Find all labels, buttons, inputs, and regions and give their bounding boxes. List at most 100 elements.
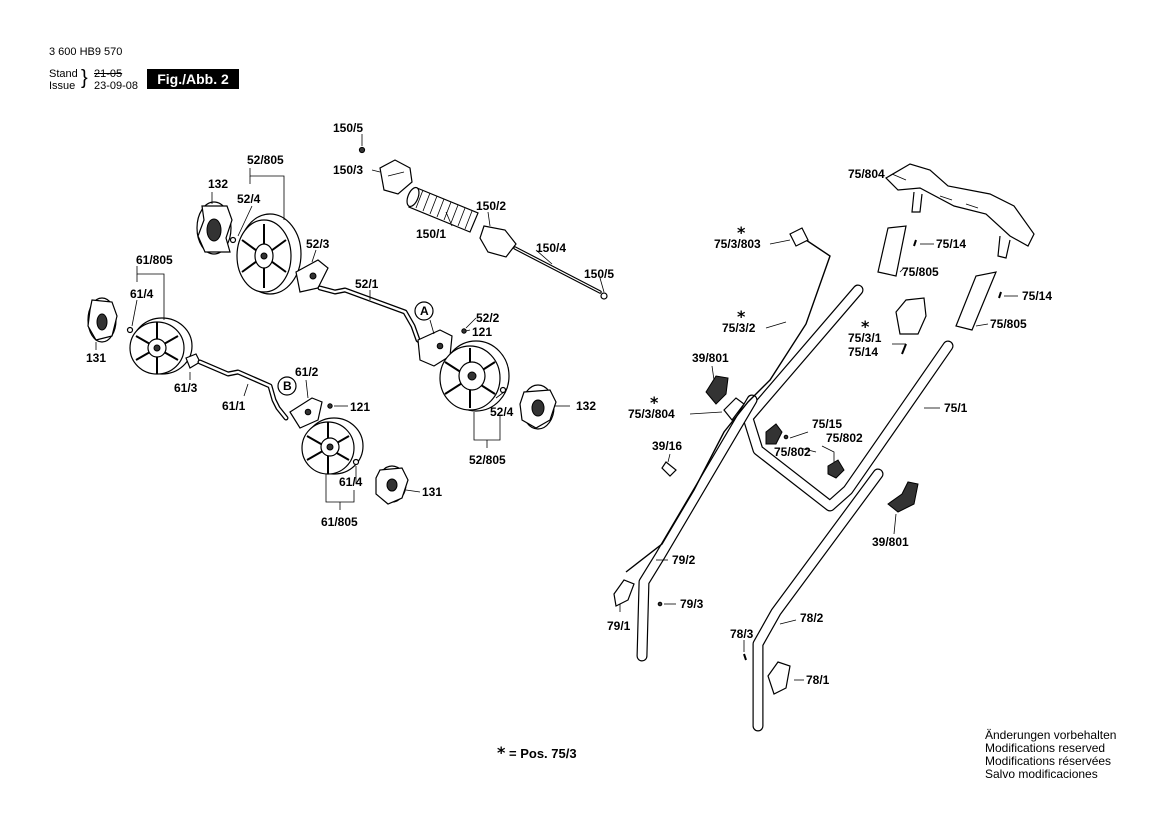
- brace-icon: }: [81, 67, 88, 89]
- footer-line-en: Modifications reserved: [985, 741, 1106, 755]
- rear-roller-group: [358, 146, 608, 300]
- bowden-cable-75-3-2: [625, 239, 831, 573]
- knob-39-801-right: [887, 481, 919, 513]
- label-61-3: 61/3: [174, 381, 198, 395]
- wheel-61-805-bottom: [301, 417, 364, 475]
- label-132-bottom: 132: [576, 399, 596, 413]
- label-79-3: 79/3: [680, 597, 704, 611]
- hubcap-131-bottom: [375, 465, 409, 505]
- cable-clip-75-3-1: [895, 297, 927, 335]
- label-79-2: 79/2: [672, 553, 696, 567]
- screw-75-14-a: [913, 239, 917, 247]
- label-61-4-bottom: 61/4: [339, 475, 363, 489]
- label-150-4: 150/4: [536, 241, 566, 255]
- nut-150-5: [600, 292, 608, 300]
- screw-79-3: [657, 601, 663, 607]
- footer-line-es: Salvo modificaciones: [985, 767, 1098, 781]
- label-75-804: 75/804: [848, 167, 885, 181]
- label-78-1: 78/1: [806, 673, 830, 687]
- legend-note: * = Pos. 75/3: [497, 743, 577, 762]
- star-mark-2: *: [737, 307, 746, 326]
- front-wheel-61-group: [87, 297, 409, 505]
- stand-date: 21-05: [94, 68, 123, 80]
- handle-end-75-805-a: [877, 225, 907, 277]
- label-150-3: 150/3: [333, 163, 363, 177]
- star-mark-1: *: [737, 223, 746, 242]
- label-75-802-a: 75/802: [774, 445, 811, 459]
- label-75-3-804: 75/3/804: [628, 407, 675, 421]
- label-78-3: 78/3: [730, 627, 754, 641]
- screw-78-3: [743, 653, 747, 661]
- label-121-bottom: 121: [350, 400, 370, 414]
- label-52-2: 52/2: [476, 311, 500, 325]
- label-79-1: 79/1: [607, 619, 631, 633]
- hubcap-131-top: [87, 297, 118, 343]
- label-78-2: 78/2: [800, 611, 824, 625]
- axle-rod-52-1: [317, 285, 428, 348]
- roller-body-150-1: [406, 186, 479, 233]
- label-61-4-top: 61/4: [130, 287, 154, 301]
- handle-group: [613, 163, 1035, 732]
- label-75-14-c: 75/14: [848, 345, 878, 359]
- leader-lines: [95, 134, 1018, 681]
- wheel-52-805-bottom: [439, 340, 510, 412]
- label-61-1: 61/1: [222, 399, 246, 413]
- label-131-bottom: 131: [422, 485, 442, 499]
- label-52-1: 52/1: [355, 277, 379, 291]
- label-52-4-bottom: 52/4: [490, 405, 514, 419]
- screw-121-top: [461, 328, 467, 334]
- screw-121-bottom: [327, 403, 333, 409]
- label-75-14-b: 75/14: [1022, 289, 1052, 303]
- label-150-5-bottom: 150/5: [584, 267, 614, 281]
- part-labels: 150/5 150/3 150/2 150/1 150/4 150/5 52/8…: [86, 121, 1052, 687]
- issue-date: 23-09-08: [94, 80, 139, 92]
- issue-label: Issue: [49, 80, 76, 92]
- label-75-805-b: 75/805: [990, 317, 1027, 331]
- label-132-top: 132: [208, 177, 228, 191]
- label-75-3-803: 75/3/803: [714, 237, 761, 251]
- footer-line-de: Änderungen vorbehalten: [985, 728, 1117, 742]
- label-75-14-a: 75/14: [936, 237, 966, 251]
- note-star: *: [497, 743, 506, 762]
- footer-disclaimer: Änderungen vorbehalten Modifications res…: [985, 729, 1116, 781]
- label-150-1: 150/1: [416, 227, 446, 241]
- label-52-805-bottom: 52/805: [469, 453, 506, 467]
- stand-label: Stand: [49, 68, 78, 80]
- handle-bracket-78-1: [767, 661, 791, 695]
- figure-label: Fig./Abb. 2: [147, 69, 239, 89]
- screw-75-14-b: [998, 291, 1002, 299]
- marker-b-circle: [277, 376, 297, 396]
- label-52-805-top: 52/805: [247, 153, 284, 167]
- hubcap-132-bottom: [519, 384, 557, 430]
- label-marker-b: B: [283, 379, 292, 393]
- clamp-75-802-b: [827, 459, 845, 479]
- marker-a-circle: [414, 301, 434, 321]
- screw-75-15: [783, 434, 789, 440]
- screw-150-5: [358, 146, 366, 154]
- handle-bracket-79-1: [613, 579, 635, 607]
- label-61-2: 61/2: [295, 365, 319, 379]
- footer-line-fr: Modifications réservées: [985, 754, 1112, 768]
- label-75-1: 75/1: [944, 401, 968, 415]
- star-mark-4: *: [861, 317, 870, 336]
- label-75-3-1: 75/3/1: [848, 331, 882, 345]
- label-150-5-top: 150/5: [333, 121, 363, 135]
- label-75-805-a: 75/805: [902, 265, 939, 279]
- label-39-801-right: 39/801: [872, 535, 909, 549]
- note-text: = Pos. 75/3: [509, 746, 577, 761]
- cable-adjuster-75-3-804: [723, 397, 745, 421]
- pin-39-16: [661, 461, 677, 477]
- screw-75-14-c: [901, 343, 907, 355]
- label-marker-a: A: [420, 304, 429, 318]
- washer-61-4-bottom: [352, 458, 360, 466]
- label-75-3-2: 75/3/2: [722, 321, 756, 335]
- clamp-75-802-a: [765, 423, 783, 445]
- label-150-2: 150/2: [476, 199, 506, 213]
- washer-52-4-top: [229, 236, 237, 244]
- label-52-4-top: 52/4: [237, 192, 261, 206]
- label-52-3: 52/3: [306, 237, 330, 251]
- rear-wheel-52-group: [196, 201, 557, 430]
- hubcap-132-top: [196, 201, 233, 255]
- label-39-801-left: 39/801: [692, 351, 729, 365]
